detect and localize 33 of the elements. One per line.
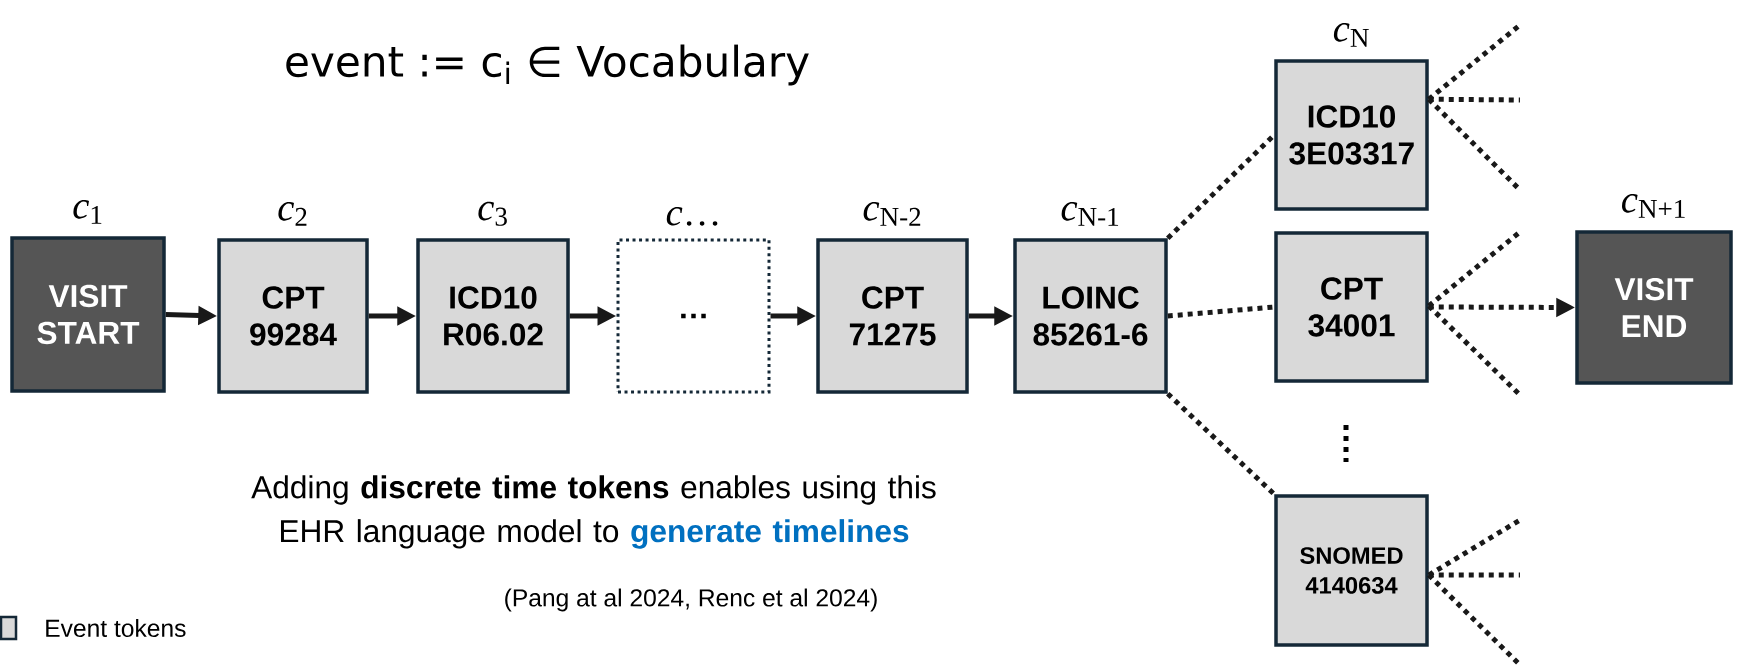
connector-line bbox=[1428, 572, 1520, 578]
token-label: c$_{1}$ bbox=[73, 200, 102, 224]
event-box: CPT 34001 bbox=[1274, 231, 1429, 383]
connector-line bbox=[1427, 304, 1522, 397]
connector-line bbox=[1166, 133, 1276, 241]
token-label: c$_{3}$ bbox=[478, 201, 507, 226]
token-label: c$_{N}$ bbox=[1333, 23, 1369, 47]
event-box: CPT 99284 bbox=[217, 238, 369, 394]
citation: (Pang at al 2024, Renc et al 2024) bbox=[505, 588, 877, 612]
connector-line bbox=[1427, 230, 1522, 308]
visit-box: VISIT START bbox=[10, 236, 166, 393]
connector-line bbox=[1427, 97, 1522, 192]
event-box: LOINC 85261-6 bbox=[1013, 238, 1168, 394]
connector-line bbox=[1428, 96, 1521, 103]
connector-line bbox=[1427, 517, 1522, 578]
connector-line bbox=[1167, 304, 1275, 319]
token-label: c$_{N-1}$ bbox=[1061, 202, 1119, 226]
token-label: c… bbox=[666, 207, 718, 226]
connector-line bbox=[1427, 23, 1522, 102]
placeholder-box: … bbox=[616, 238, 771, 394]
title: event := c$_{i}$ ∈ Vocabulary bbox=[286, 44, 809, 86]
event-box: SNOMED 4140634 bbox=[1274, 494, 1429, 647]
note-text: Adding discrete time tokens enables using this EHR language model to generate timelines bbox=[251, 475, 936, 549]
token-label: c$_{N-2}$ bbox=[863, 202, 921, 226]
visit-box: VISIT END bbox=[1575, 230, 1733, 385]
event-box: ICD10 R06.02 bbox=[416, 238, 570, 394]
legend-label: Event tokens bbox=[46, 618, 186, 638]
connector-line bbox=[1166, 391, 1276, 497]
token-label: c$_{N+1}$ bbox=[1622, 194, 1685, 218]
event-box: CPT 71275 bbox=[816, 238, 969, 394]
connector-line bbox=[1427, 573, 1522, 667]
event-box: ICD10 3E03317 bbox=[1274, 59, 1429, 211]
token-label: c$_{2}$ bbox=[278, 202, 307, 226]
